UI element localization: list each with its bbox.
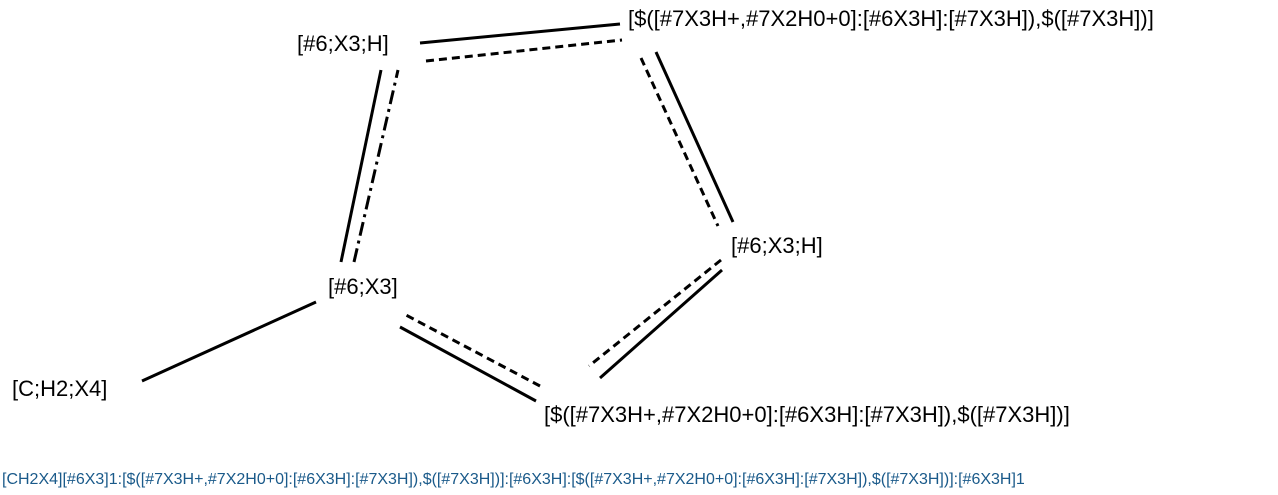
bond-c-top-n-top bbox=[419, 22, 623, 63]
atom-n-bottom: [$([#7X3H+,#7X2H0+0]:[#6X3H]:[#7X3H]),$(… bbox=[544, 402, 1070, 427]
atom-ch2: [C;H2;X4] bbox=[12, 376, 108, 401]
molecule-diagram bbox=[141, 22, 735, 403]
atom-c-top: [#6;X3;H] bbox=[297, 31, 389, 56]
bond-ch2-c-sub bbox=[141, 300, 317, 383]
atom-n-top: [$([#7X3H+,#7X2H0+0]:[#6X3H]:[#7X3H]),$(… bbox=[628, 6, 1154, 31]
smarts-string: [CH2X4][#6X3]1:[$([#7X3H+,#7X2H0+0]:[#6X… bbox=[2, 471, 1025, 488]
bond-n-top-c-right bbox=[639, 51, 735, 227]
atom-c-sub: [#6;X3] bbox=[328, 274, 398, 299]
bond-c-sub-c-top bbox=[339, 69, 400, 263]
atom-c-right: [#6;X3;H] bbox=[731, 233, 823, 258]
bond-c-right-n-bottom bbox=[588, 258, 723, 380]
bond-n-bottom-c-sub bbox=[399, 312, 541, 403]
